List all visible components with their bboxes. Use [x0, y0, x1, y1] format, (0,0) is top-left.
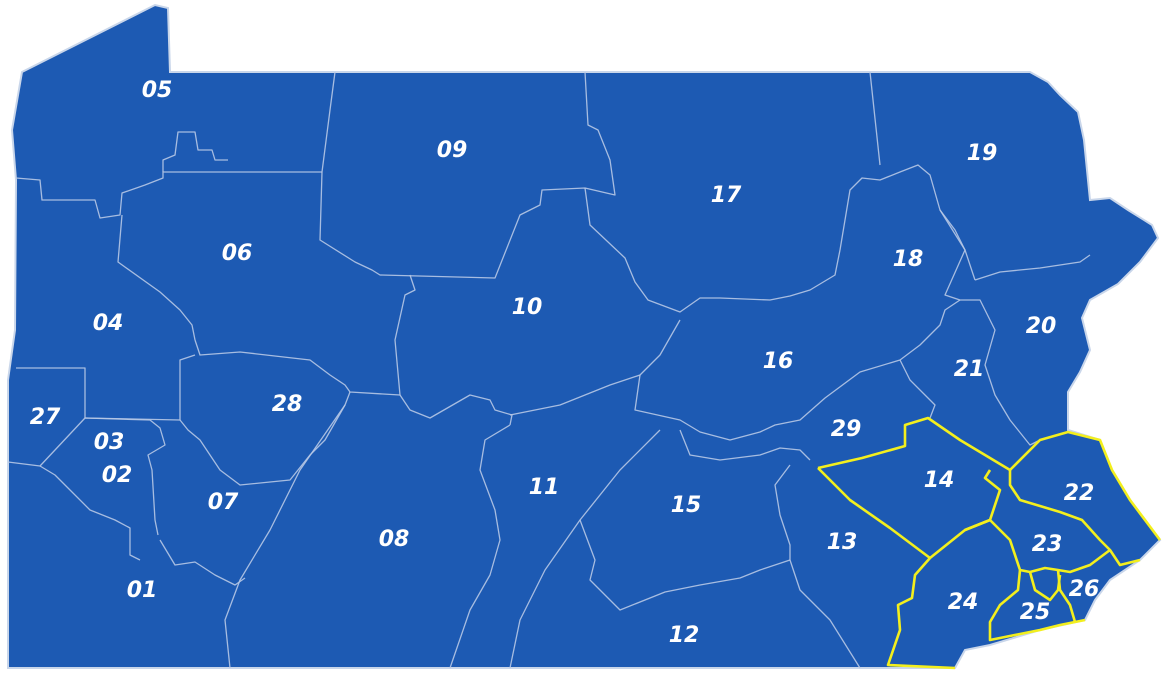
district-label-15: 15 [671, 493, 702, 518]
district-label-03: 03 [94, 430, 125, 455]
district-label-22: 22 [1064, 481, 1095, 506]
district-label-04: 04 [93, 311, 124, 336]
district-label-10: 10 [512, 295, 543, 320]
district-label-07: 07 [208, 490, 239, 515]
district-label-01: 01 [127, 578, 158, 603]
district-label-12: 12 [669, 623, 700, 648]
district-label-18: 18 [893, 247, 924, 272]
district-label-19: 19 [967, 141, 998, 166]
district-label-23: 23 [1032, 532, 1063, 557]
district-label-11: 11 [529, 475, 560, 500]
district-label-24: 24 [948, 590, 979, 615]
district-label-27: 27 [30, 405, 61, 430]
district-label-21: 21 [954, 357, 985, 382]
district-label-17: 17 [711, 183, 742, 208]
district-label-28: 28 [272, 392, 303, 417]
district-label-16: 16 [763, 349, 794, 374]
district-label-14: 14 [924, 468, 955, 493]
district-label-02: 02 [102, 463, 133, 488]
district-label-29: 29 [831, 417, 862, 442]
district-labels: 05 09 17 19 06 18 04 10 20 16 21 28 27 2… [30, 78, 1100, 648]
district-label-08: 08 [379, 527, 410, 552]
district-label-06: 06 [222, 241, 253, 266]
district-label-13: 13 [827, 530, 858, 555]
state-outline [7, 3, 1162, 669]
district-label-26: 26 [1069, 577, 1100, 602]
district-label-09: 09 [437, 138, 468, 163]
district-label-05: 05 [142, 78, 173, 103]
district-label-20: 20 [1026, 314, 1057, 339]
district-label-25: 25 [1020, 600, 1051, 625]
highlighted-borders [817, 416, 1162, 670]
district-borders [7, 71, 1091, 669]
